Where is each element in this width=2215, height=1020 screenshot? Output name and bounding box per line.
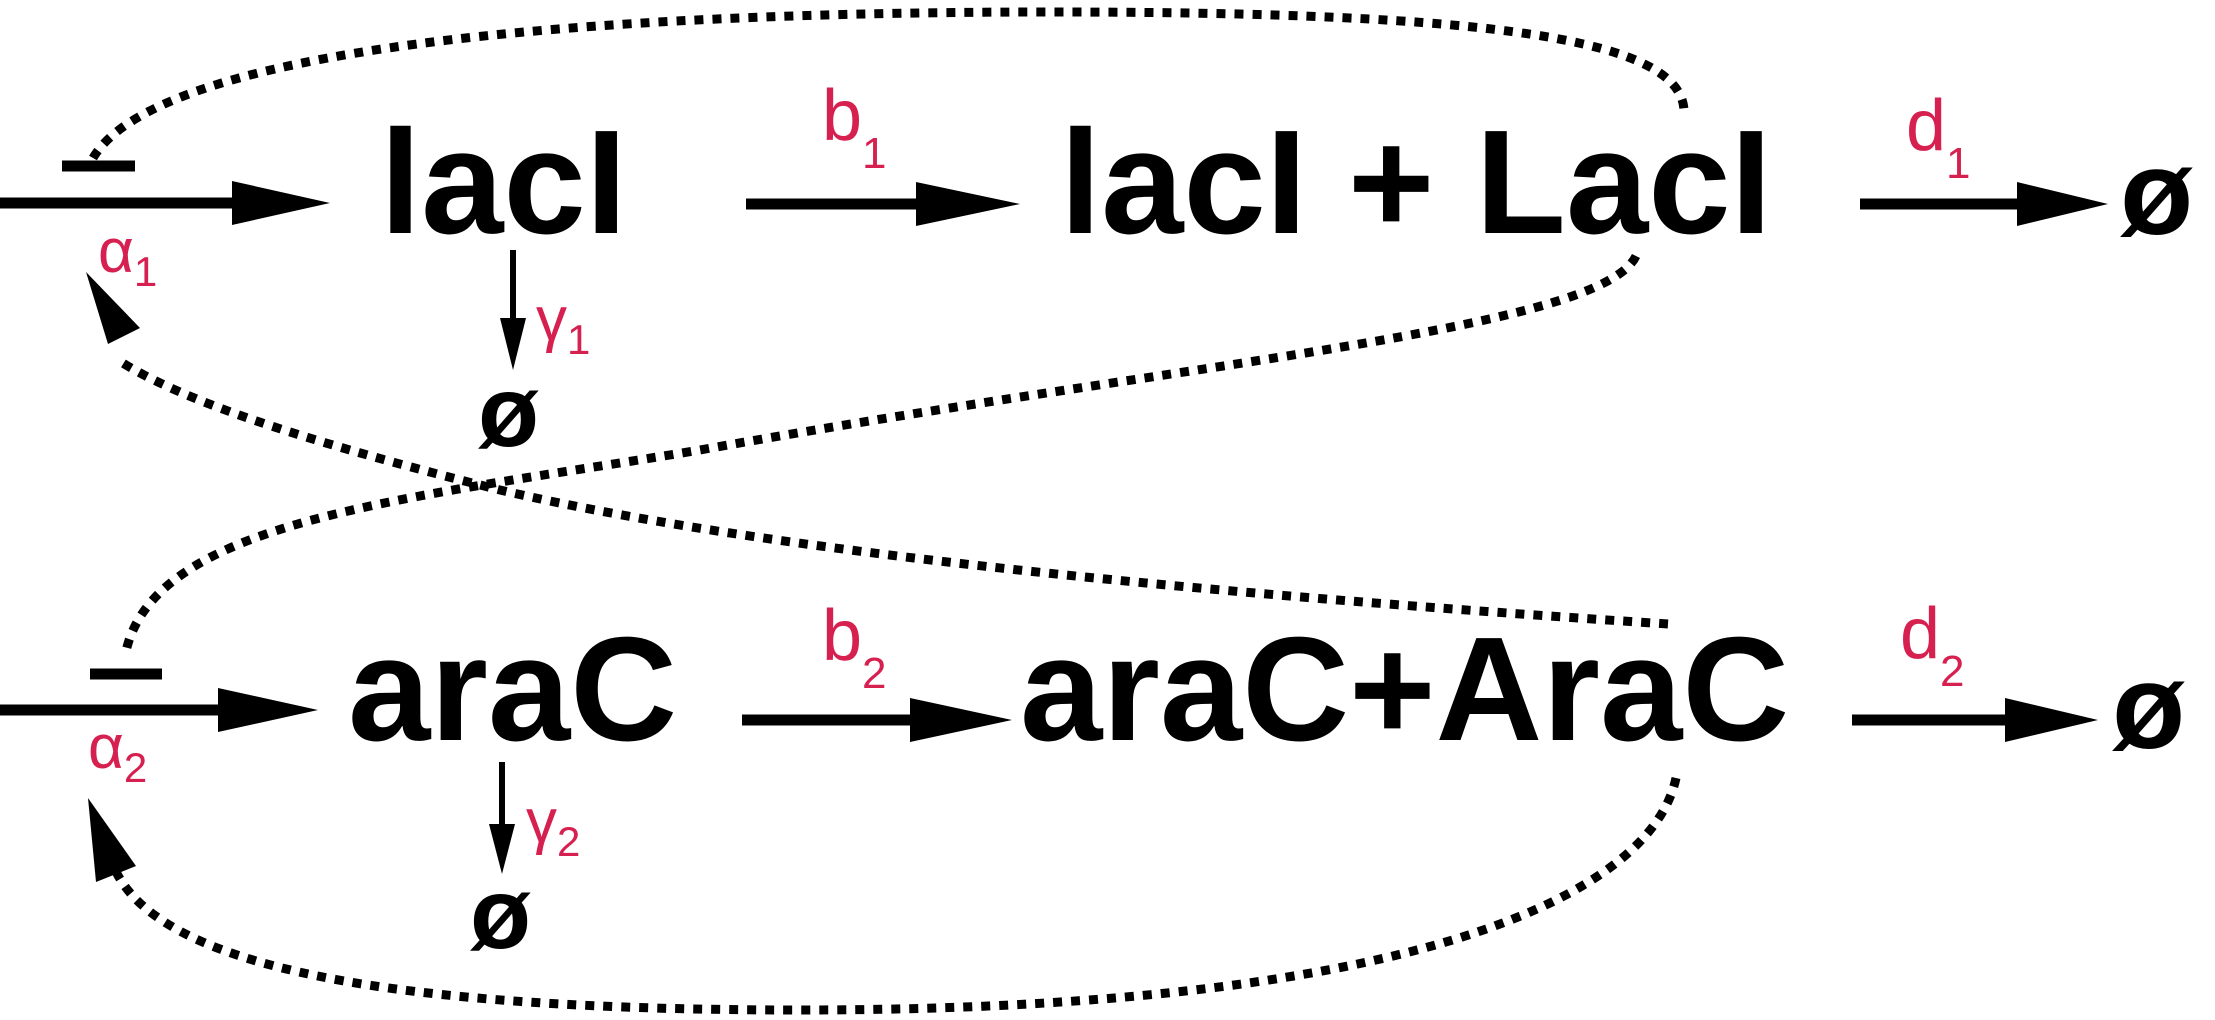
null-mrna-2: ø (470, 858, 531, 970)
rate-alpha-1: α1 (98, 217, 157, 295)
rate-gamma-2: γ2 (526, 787, 580, 865)
rate-gamma-1: γ1 (536, 285, 590, 363)
complex-arac: araC+AraC (1020, 607, 1789, 772)
rate-alpha-2: α2 (88, 713, 147, 791)
feedback-arac-self (107, 777, 1681, 1015)
mrna-decay-arrow-2 (489, 762, 515, 874)
mrna-decay-arrow-1 (500, 250, 526, 370)
feedback-laci-self (89, 7, 1689, 161)
feedback-laci-to-arac (120, 253, 1641, 657)
production-arrow-1 (0, 181, 330, 225)
translation-arrow-1 (746, 182, 1020, 226)
feedback-arrowhead-2 (88, 798, 136, 882)
rate-b-2: b2 (822, 596, 887, 698)
species-arac: araC (348, 607, 677, 772)
production-arrow-2 (0, 688, 318, 732)
null-product-1: ø (2120, 126, 2193, 260)
feedback-arac-to-laci (115, 356, 1669, 629)
species-laci: lacI (380, 100, 627, 265)
feedback-arrowhead-1 (86, 272, 140, 344)
complex-laci: lacI + LacI (1060, 100, 1772, 265)
rate-d-2: d2 (1900, 594, 1965, 696)
rate-b-1: b1 (822, 76, 887, 178)
degradation-arrow-2 (1852, 698, 2098, 742)
rate-d-1: d1 (1906, 86, 1971, 188)
degradation-arrow-1 (1860, 182, 2108, 226)
translation-arrow-2 (742, 698, 1012, 742)
null-mrna-1: ø (478, 356, 539, 468)
null-product-2: ø (2112, 640, 2185, 774)
